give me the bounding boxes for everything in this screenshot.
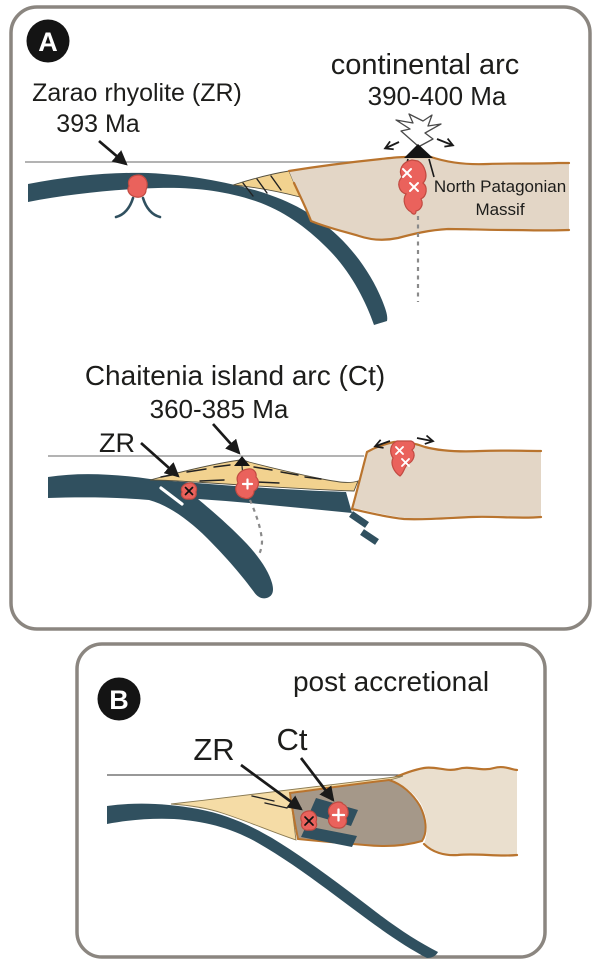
stage-continental-arc: continental arc 390-400 Ma Zarao rhyolit… [25,49,571,325]
badge-a-letter: A [38,27,58,57]
ct-pointer-arrow-3 [299,757,335,802]
zr-root-curves [114,196,162,219]
panel-b: B post accretional ZR Ct [75,642,547,959]
massif-label-line1: North Patagonian [434,177,566,196]
zarao-rhyolite-body-1 [127,174,148,198]
wedge-strata-dashes-3 [251,795,288,809]
badge-b-circle [97,677,141,721]
oceanic-plate-2 [48,474,352,599]
zarao-pointer-arrow [98,139,128,166]
panel-b-title: post accretional [293,666,489,697]
zr-pointer-arrow-2 [140,441,180,478]
panel-a-badge: A [26,19,70,63]
magma-x-marks-2 [395,446,410,467]
stage1-title: continental arc [331,49,520,81]
oceanic-plate-1 [28,172,388,325]
badge-a-circle [26,19,70,63]
eruption-plume-icon [395,113,442,147]
zarao-label: Zarao rhyolite (ZR) [32,79,242,107]
extension-arrows-2 [373,434,435,449]
stage2-age: 360-385 Ma [150,394,289,424]
stage-chaitenia-island-arc: Chaitenia island arc (Ct) 360-385 Ma ZR [48,360,543,599]
massif-label-line2: Massif [475,200,524,219]
zr-x-mark-3 [304,816,314,826]
ct-plus-mark-3 [331,808,346,822]
magma-plus-mark-2 [241,478,254,490]
continental-crust-3 [389,767,517,856]
zr-label-panel-b: ZR [193,732,234,767]
zarao-age: 393 Ma [56,110,139,138]
volcano-1 [404,144,433,158]
magma-source-dashed-line-2 [248,499,264,557]
oceanic-plate-3 [107,803,438,958]
continental-crust-2 [352,441,541,520]
zr-label-stage2: ZR [99,428,135,458]
age-pointer-arrow-2 [211,423,241,455]
panel-a: A continental arc 390-400 Ma Zarao rhyol… [9,5,592,631]
zr-x-mark-2 [184,486,194,496]
broken-slab-fragments-2 [349,511,379,545]
slab-break-gap-2 [159,486,184,506]
ct-label-panel-b: Ct [277,722,308,757]
zr-pointer-arrow-3 [240,763,303,811]
panel-b-badge: B [97,677,141,721]
island-arc-volcano-2 [234,456,250,466]
extension-arrows-1 [383,138,455,151]
panel-a-border [9,5,592,631]
magma-x-marks-1 [402,168,419,192]
stage1-age: 390-400 Ma [368,81,507,111]
wedge-hatch-lines-1 [242,175,282,197]
continental-crust-outline-3 [387,765,519,857]
badge-b-letter: B [109,685,129,715]
panel-b-border [75,642,547,959]
continental-crust-1 [289,157,569,240]
stage2-title: Chaitenia island arc (Ct) [85,360,385,391]
